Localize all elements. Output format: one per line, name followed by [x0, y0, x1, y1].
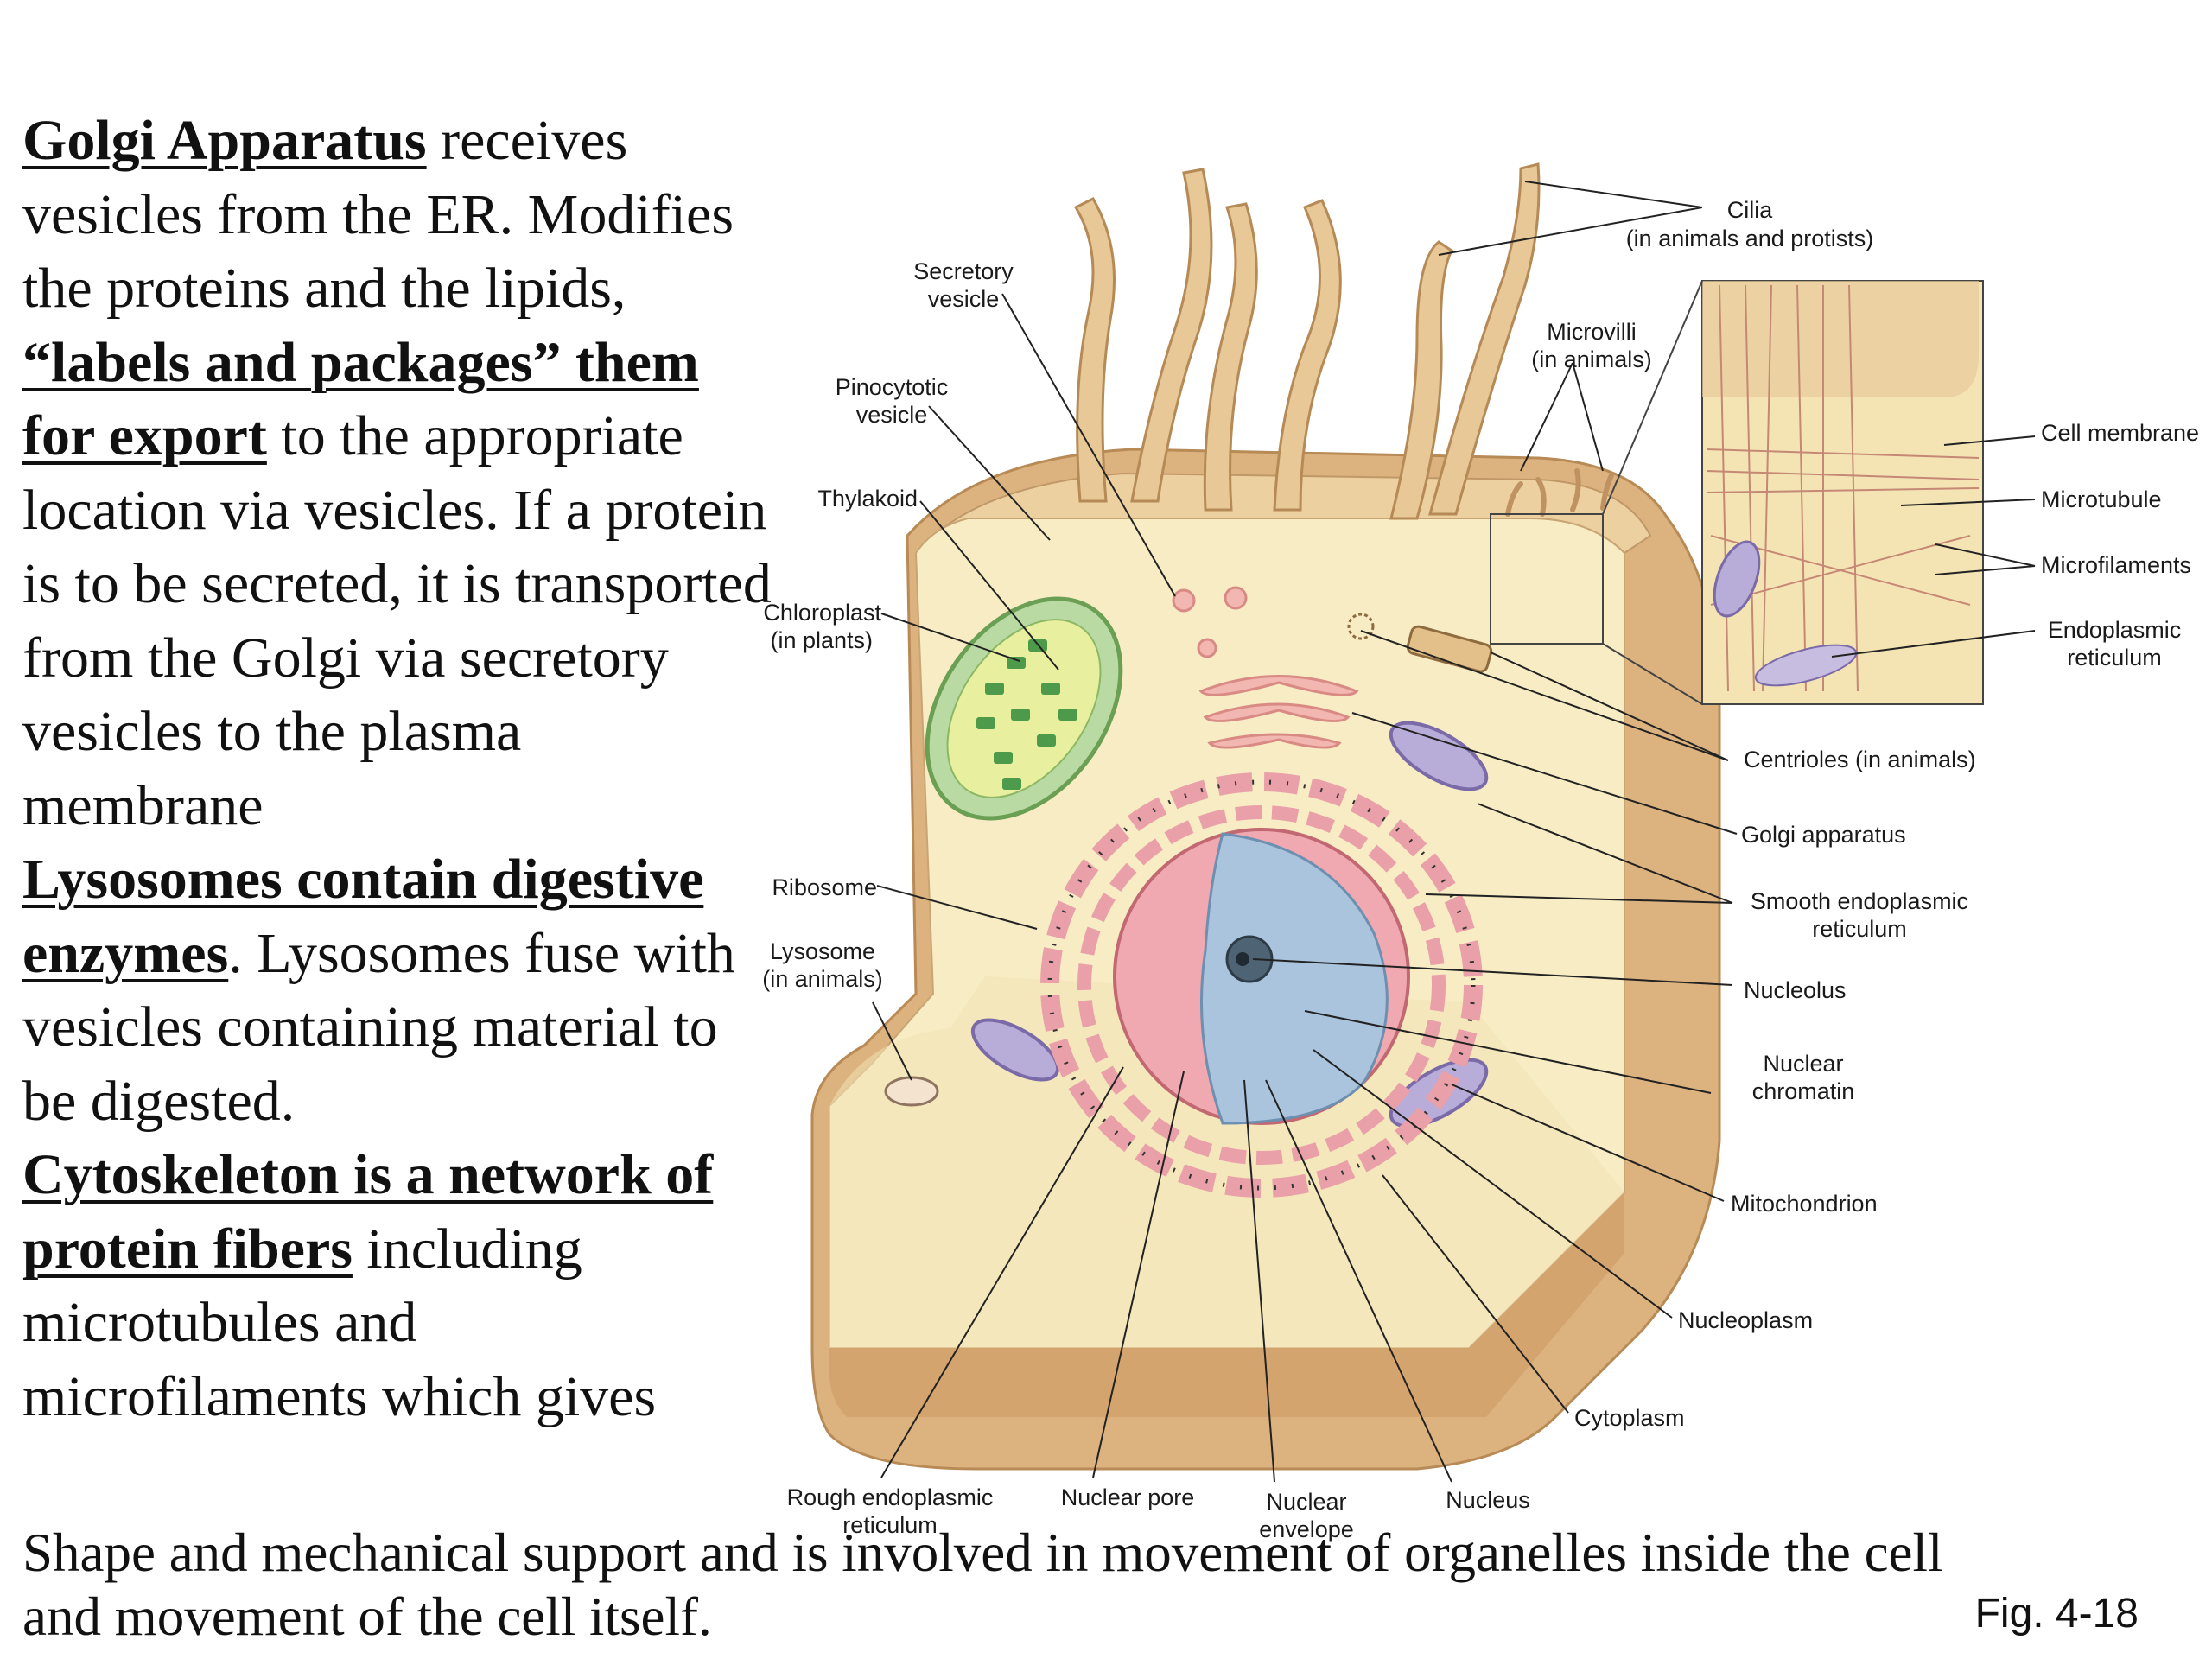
diagram-labels: Cilia (in animals and protists) Secretor… [762, 197, 2199, 1542]
label-endoplasmic-reticulum: Endoplasmic [2048, 617, 2182, 643]
label-nucleus: Nucleus [1446, 1487, 1530, 1513]
label-chloroplast-note: (in plants) [770, 627, 873, 653]
cytoskeleton-term: Cytoskeleton is a network of protein fib… [22, 1143, 714, 1281]
label-nuclear-envelope: Nuclear [1266, 1489, 1346, 1515]
chloroplast [925, 596, 1123, 821]
label-centrioles: Centrioles (in animals) [1744, 747, 1976, 772]
golgi-labels-term: “labels and packages” them for export [22, 330, 699, 468]
label-chloroplast: Chloroplast [763, 600, 881, 626]
label-endoplasmic-reticulum-2: reticulum [2067, 645, 2162, 671]
bottom-line: Shape and mechanical support and is invo… [22, 1522, 1943, 1647]
label-secretory-vesicle-2: vesicle [928, 286, 1000, 312]
label-secretory-vesicle: Secretory [913, 258, 1014, 284]
label-nuclear-chromatin: Nuclear [1763, 1051, 1843, 1077]
label-microvilli-note: (in animals) [1531, 346, 1652, 372]
golgi-text-a: receives vesicles from the ER. Modifies … [22, 109, 734, 320]
golgi-apparatus [1198, 675, 1359, 749]
label-pinocytotic-vesicle-2: vesicle [856, 402, 928, 428]
label-ribosome: Ribosome [772, 874, 877, 900]
vesicles [1172, 586, 1248, 658]
label-cilia-note: (in animals and protists) [1626, 226, 1874, 251]
label-rough-er: Rough endoplasmic [787, 1484, 994, 1510]
label-pinocytotic-vesicle: Pinocytotic [836, 374, 949, 400]
label-nuclear-pore: Nuclear pore [1061, 1484, 1195, 1510]
label-cell-membrane: Cell membrane [2041, 420, 2199, 446]
label-microfilaments: Microfilaments [2041, 552, 2191, 578]
lysosome-text: . Lysosomes fuse with vesicles containin… [22, 921, 735, 1133]
label-nucleolus: Nucleolus [1744, 977, 1847, 1003]
cytoskeleton-text: including microtubules and microfilament… [22, 1217, 657, 1428]
lysosome-term: Lysosomes contain digestive enzymes [22, 848, 704, 985]
label-rough-er-2: reticulum [842, 1512, 938, 1538]
figure-number: Fig. 4-18 [1974, 1591, 2139, 1637]
label-cytoplasm: Cytoplasm [1574, 1405, 1685, 1431]
nucleus [1113, 828, 1410, 1125]
lysosome [884, 1076, 939, 1107]
golgi-text-b: to the appropriate location via vesicles… [22, 404, 772, 837]
label-mitochondrion: Mitochondrion [1731, 1191, 1878, 1217]
label-lysosome-note: (in animals) [762, 966, 883, 992]
label-microvilli: Microvilli [1547, 319, 1637, 345]
cilia [1073, 162, 1541, 520]
golgi-term: Golgi Apparatus [22, 109, 427, 172]
label-microtubule: Microtubule [2041, 486, 2162, 512]
cytoskeleton-inset [1490, 280, 1984, 705]
label-thylakoid: Thylakoid [817, 486, 918, 512]
centrioles [1347, 613, 1493, 673]
label-golgi: Golgi apparatus [1741, 822, 1906, 848]
main-paragraph: Golgi Apparatus receives vesicles from t… [22, 104, 774, 1433]
label-nuclear-chromatin-2: chromatin [1752, 1078, 1855, 1104]
leader-lines [872, 181, 2036, 1483]
label-lysosome: Lysosome [770, 938, 875, 964]
label-nuclear-envelope-2: envelope [1259, 1516, 1354, 1542]
label-smooth-er-2: reticulum [1812, 916, 1907, 942]
label-nucleoplasm: Nucleoplasm [1678, 1307, 1813, 1333]
label-smooth-er: Smooth endoplasmic [1751, 888, 1968, 914]
label-cilia: Cilia [1727, 197, 1773, 223]
rough-er [1040, 772, 1483, 1198]
microvilli [1505, 468, 1614, 517]
